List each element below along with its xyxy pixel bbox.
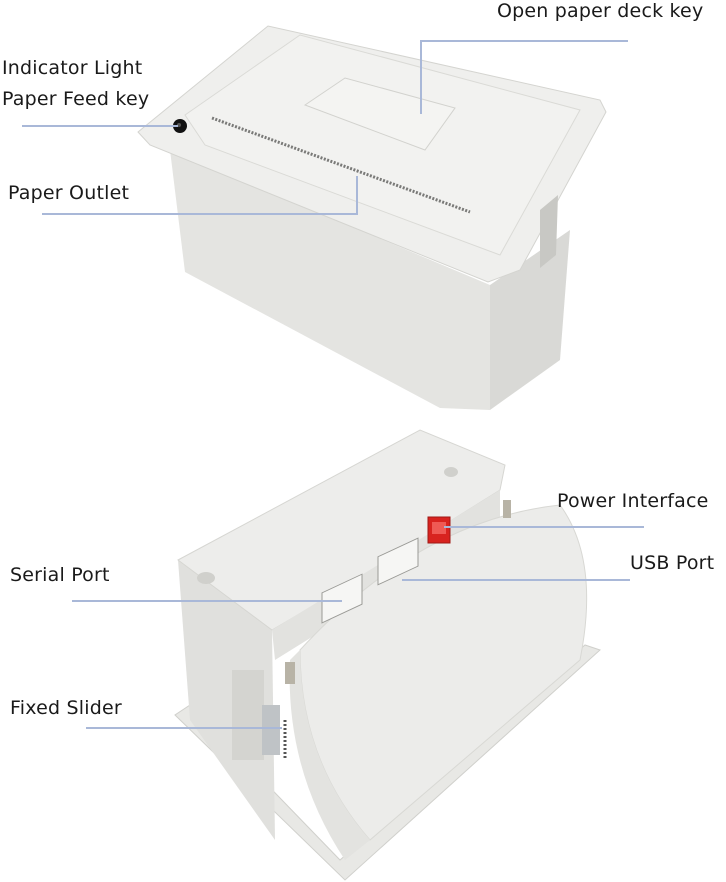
callout-open-paper-deck-key: Open paper deck key xyxy=(497,0,704,22)
leader-line-fixed-slider xyxy=(86,727,282,729)
leader-line-serial-port xyxy=(72,600,342,602)
leader-line-paper-outlet-vertical xyxy=(356,176,358,215)
leader-line-power-interface xyxy=(444,526,644,528)
callout-fixed-slider: Fixed Slider xyxy=(10,697,122,719)
leader-line-paper-feed-key xyxy=(22,125,178,127)
callout-indicator-light: Indicator Light xyxy=(2,57,143,79)
printer-top-view xyxy=(137,25,607,410)
callout-power-interface: Power Interface xyxy=(557,490,709,512)
callout-paper-outlet: Paper Outlet xyxy=(8,182,130,204)
leader-line-open-paper-deck-key-vertical xyxy=(420,40,422,114)
leader-line-paper-outlet xyxy=(42,213,358,215)
printer-back-view xyxy=(174,429,601,881)
leader-line-open-paper-deck-key xyxy=(420,40,628,42)
callout-usb-port: USB Port xyxy=(630,552,715,574)
leader-line-usb-port xyxy=(402,579,630,581)
callout-serial-port: Serial Port xyxy=(10,564,110,586)
callout-paper-feed-key: Paper Feed key xyxy=(2,88,150,110)
